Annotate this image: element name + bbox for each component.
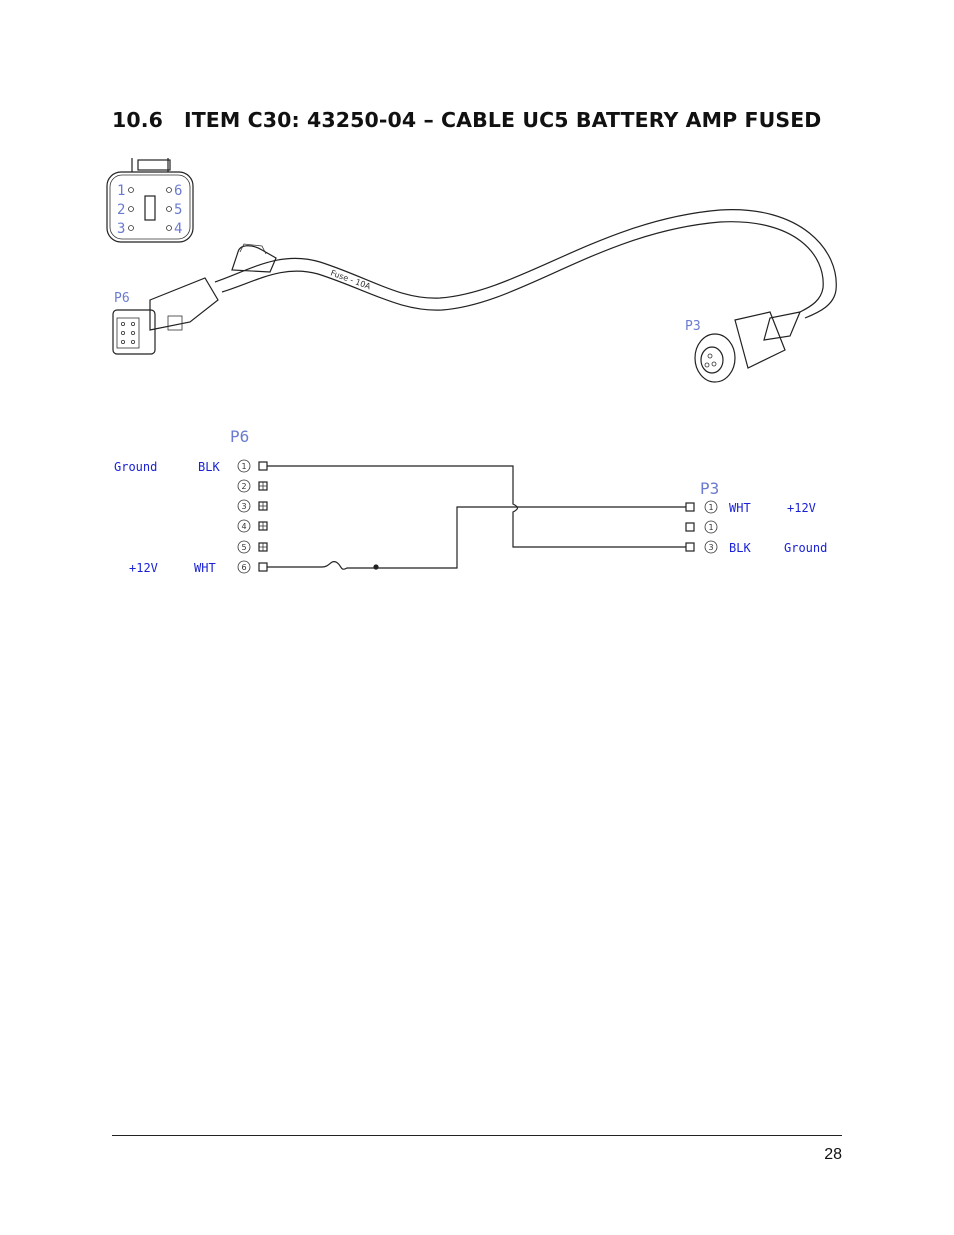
pin-number-circle (704, 540, 718, 554)
p6-boot (149, 277, 219, 331)
p6-pin6-number: 6 (241, 563, 246, 572)
cable-illustration: Fuse - 10A P6 P3 (112, 209, 837, 383)
p6-face-pin (130, 330, 135, 335)
pin-label-left: 1 (117, 183, 125, 199)
pin-hole (166, 225, 172, 231)
p6-illustration-label: P6 (114, 291, 130, 306)
section-number: 10.6 (112, 108, 163, 132)
pin-hole (128, 206, 134, 212)
fuse-cap (239, 243, 267, 255)
p6-face (116, 317, 140, 349)
p3-pin3-number: 3 (708, 543, 713, 552)
footer-rule (112, 1135, 842, 1136)
plug-cross (259, 543, 267, 551)
p6-pin6-signal: +12V (129, 561, 158, 575)
cable-outline (214, 209, 837, 319)
latch-tab (137, 159, 171, 171)
terminal-box (685, 502, 695, 512)
connector-face-outline (106, 171, 194, 243)
pin-number-circle (237, 519, 251, 533)
pin-label-right: 4 (174, 221, 182, 237)
p6-pin3-number: 3 (241, 502, 246, 511)
connector-face-pinout: 1 2 3 6 5 4 (106, 158, 194, 243)
p6-pin1-number: 1 (241, 462, 246, 471)
p6-pin5-number: 5 (241, 543, 246, 552)
pin-number-circle (237, 560, 251, 574)
section-title: ITEM C30: 43250-04 – CABLE UC5 BATTERY A… (184, 108, 822, 132)
p3-pin1-wire: WHT (729, 501, 751, 515)
ground-wire (267, 465, 686, 548)
terminal-box (685, 522, 695, 532)
power-wire (267, 506, 686, 570)
pin-label-left: 3 (117, 221, 125, 237)
p3-face-pin (711, 361, 717, 367)
p6-face-pin (121, 330, 126, 335)
p3-face-pin (707, 353, 713, 359)
p6-face-pin (121, 339, 126, 344)
plug-cross (259, 502, 267, 510)
p6-face-pin (130, 321, 135, 326)
cable-outline (221, 221, 824, 313)
p3-boot (763, 311, 801, 341)
pin-label-right: 5 (174, 202, 182, 218)
pin-number-circle (237, 479, 251, 493)
fuse-holder (231, 245, 277, 273)
pin-hole (166, 187, 172, 193)
center-key (144, 195, 156, 221)
pin-number-circle (237, 499, 251, 513)
pin-label-left: 2 (117, 202, 125, 218)
plug-cross (259, 482, 267, 490)
p3-coupling-ring (734, 311, 786, 369)
p3-pin1-signal: +12V (787, 501, 816, 515)
plug-cross (259, 522, 267, 530)
terminal-box (258, 562, 268, 572)
p3-pin1-number: 1 (708, 503, 713, 512)
pin-number-circle (237, 540, 251, 554)
p6-latch (167, 315, 183, 331)
p6-housing (112, 309, 156, 355)
p6-pin4-number: 4 (241, 522, 246, 531)
page-number: 28 (824, 1146, 842, 1163)
p3-face-pin (704, 362, 710, 368)
p3-pin3-wire: BLK (729, 541, 751, 555)
pin-number-circle (704, 500, 718, 514)
pin-hole (128, 225, 134, 231)
p6-schematic-label: P6 (230, 427, 249, 446)
pin-number-circle (237, 459, 251, 473)
p6-pin2-number: 2 (241, 482, 246, 491)
p6-face-pin (121, 321, 126, 326)
fuse-junction-dot (373, 564, 379, 570)
connector-face-inner (109, 174, 191, 240)
pin-hole (128, 187, 134, 193)
p3-schematic-label: P3 (700, 479, 719, 498)
p6-pin6-wire: WHT (194, 561, 216, 575)
p3-pin3-signal: Ground (784, 541, 827, 555)
p6-pin1-wire: BLK (198, 460, 220, 474)
p6-face-pin (130, 339, 135, 344)
pin-hole (166, 206, 172, 212)
pin-number-circle (704, 520, 718, 534)
terminal-box (258, 461, 268, 471)
p6-pin1-signal: Ground (114, 460, 157, 474)
section-heading: 10.6 ITEM C30: 43250-04 – CABLE UC5 BATTE… (112, 108, 821, 132)
p3-illustration-label: P3 (685, 319, 701, 334)
wiring-schematic: P6 Ground BLK 1 2 3 4 5 +12V WHT (114, 427, 827, 575)
p3-face-inner (700, 346, 724, 374)
pin-label-right: 6 (174, 183, 182, 199)
p3-pin2-number: 1 (708, 523, 713, 532)
terminal-box (685, 542, 695, 552)
p3-face-outer (694, 333, 736, 383)
